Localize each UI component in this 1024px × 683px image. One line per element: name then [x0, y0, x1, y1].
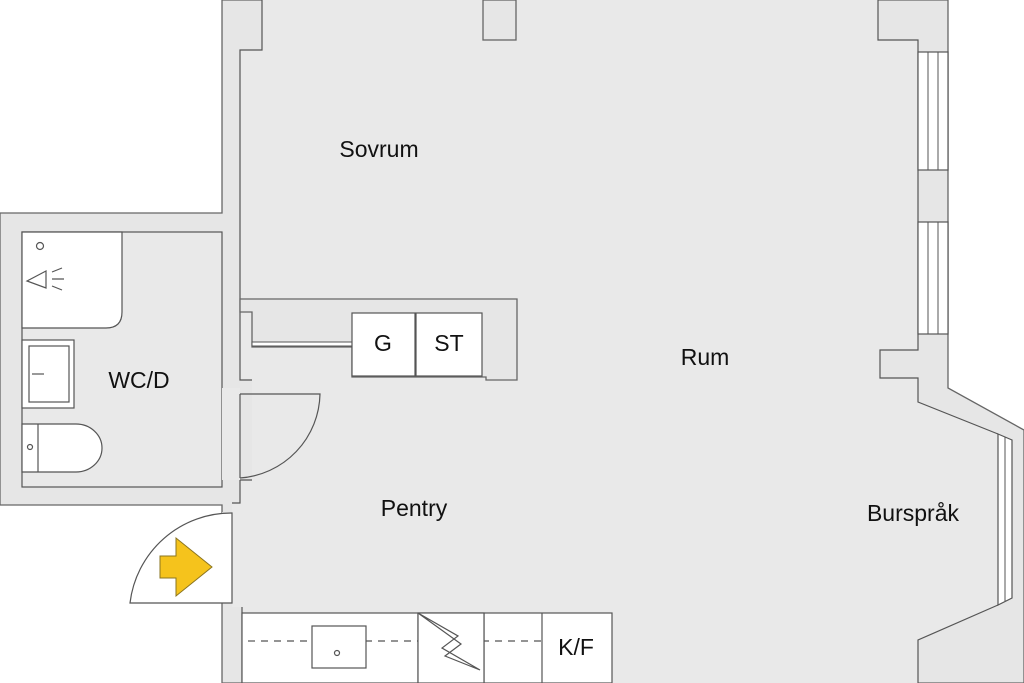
stove-icon [417, 612, 485, 683]
room-label-wc: WC/D [108, 367, 169, 393]
window-icon [917, 221, 949, 335]
room-label-pentry: Pentry [381, 495, 448, 521]
kitchen-sink-icon [311, 625, 367, 669]
toilet-flush [26, 443, 34, 451]
appliance-g [351, 312, 416, 377]
appliance-st [415, 312, 483, 377]
shower-drain-icon [35, 241, 45, 251]
appliance-label-g: G [374, 330, 392, 356]
sliding-rail [251, 341, 353, 347]
sink-icon [21, 339, 75, 409]
appliance-label-st: ST [434, 330, 463, 356]
main-floor [232, 0, 998, 683]
bay-window-icon [997, 433, 1013, 606]
room-label-sovrum: Sovrum [339, 136, 418, 162]
toilet-icon [21, 423, 103, 473]
column-top [482, 0, 517, 41]
kitchen-sink-drain [333, 649, 341, 657]
wc-door-jamb [222, 388, 240, 480]
wc-door-swing [239, 393, 321, 479]
room-label-burspraak: Burspråk [867, 500, 960, 526]
shower-head-icon [25, 267, 64, 291]
entrance-arrow-icon [159, 536, 213, 598]
appliance-label-kf: K/F [558, 634, 594, 660]
room-label-rum: Rum [681, 344, 730, 370]
sink-basin [28, 345, 70, 403]
window-icon [917, 51, 949, 171]
shower-icon [21, 231, 123, 329]
